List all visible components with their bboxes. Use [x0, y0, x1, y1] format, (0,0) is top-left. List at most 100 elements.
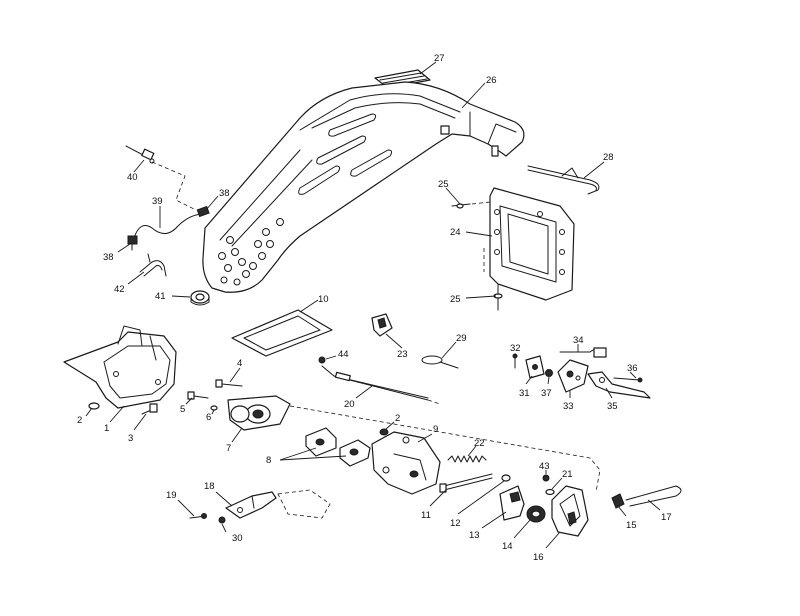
callout-1: 1: [104, 405, 125, 434]
callout-label: 25: [450, 294, 461, 305]
callout-label: 17: [661, 512, 672, 523]
part-18-bracket: [225, 491, 277, 519]
part-7-pulley: [227, 395, 291, 431]
callout-label: 35: [607, 401, 618, 412]
callout-label: 4: [237, 358, 242, 369]
callout-label: 22: [474, 438, 485, 449]
callout-label: 29: [456, 333, 467, 344]
part-1-mount: [63, 325, 177, 409]
callout-label: 18: [204, 481, 215, 492]
part-22-spring: [447, 455, 487, 463]
part-5-bolt: [187, 391, 209, 400]
callout-44: 44: [325, 349, 349, 360]
callout-label: 40: [127, 172, 138, 183]
callout-24: 24: [450, 227, 493, 238]
callout-43: 43: [539, 461, 550, 474]
callout-2-center: 2: [385, 413, 400, 430]
callout-label: 28: [603, 152, 614, 163]
callout-5: 5: [180, 397, 193, 415]
dashed-link-lower: [289, 405, 601, 493]
callout-3: 3: [128, 413, 147, 444]
callout-20: 20: [344, 385, 373, 410]
part-4-bolt: [215, 379, 243, 388]
callout-label: 39: [152, 196, 163, 207]
callout-label: 6: [206, 412, 211, 423]
callout-label: 31: [519, 388, 530, 399]
callout-26: 26: [461, 75, 497, 109]
callout-42: 42: [114, 271, 145, 295]
part-34-cable: [559, 347, 607, 358]
callout-28: 28: [583, 152, 614, 179]
callout-41: 41: [155, 291, 191, 302]
part-25-rivet-lower: [493, 284, 503, 311]
part-15-latch: [611, 493, 625, 509]
callout-label: 11: [421, 510, 431, 521]
callout-16: 16: [533, 531, 561, 563]
dashed-link-25-24: [471, 201, 491, 205]
callout-2-left: 2: [77, 407, 93, 426]
callout-37: 37: [541, 376, 552, 399]
part-40-terminal: [125, 145, 155, 164]
callout-label: 30: [232, 533, 243, 544]
callout-32: 32: [510, 343, 521, 354]
part-2-washer-left: [88, 402, 100, 410]
callout-label: 2: [395, 413, 400, 424]
part-8-dampers: [305, 427, 371, 467]
callout-label: 10: [318, 294, 329, 305]
callout-13: 13: [469, 511, 507, 541]
callout-label: 26: [486, 75, 497, 86]
callout-label: 21: [562, 469, 573, 480]
part-35-lever: [587, 371, 651, 399]
part-43-nut: [542, 474, 550, 482]
callout-label: 44: [338, 349, 349, 360]
part-29-strap: [421, 355, 459, 369]
callout-label: 3: [128, 433, 133, 444]
part-33-housing: [557, 359, 589, 393]
callout-7: 7: [226, 427, 243, 454]
part-44-nut: [318, 356, 326, 364]
callout-label: 1: [104, 423, 109, 434]
part-26-frame: [202, 81, 525, 293]
part-37-spring: [545, 369, 553, 377]
part-38-plug-upper: [196, 205, 210, 218]
part-39-wire: [133, 213, 205, 239]
part-11-arm: [439, 473, 493, 493]
callout-39: 39: [152, 196, 163, 228]
callout-label: 14: [502, 541, 513, 552]
dashed-link-40-38: [151, 161, 197, 211]
callout-label: 32: [510, 343, 521, 354]
callout-19: 19: [166, 490, 195, 517]
part-3-bolt: [141, 403, 158, 415]
callout-label: 38: [103, 252, 114, 263]
callout-label: 15: [626, 520, 637, 531]
callout-31: 31: [519, 375, 533, 399]
part-17-hairpin: [625, 485, 682, 507]
callout-label: 9: [433, 424, 438, 435]
callout-4: 4: [229, 358, 242, 383]
callout-35: 35: [605, 387, 618, 412]
callout-label: 33: [563, 401, 574, 412]
part-31-block: [525, 355, 545, 379]
part-10-gasket: [231, 309, 333, 357]
part-12-bushing: [501, 474, 511, 482]
callout-label: 25: [438, 179, 449, 190]
callout-29: 29: [441, 333, 467, 359]
part-38-plug-lower: [127, 235, 138, 251]
callout-label: 19: [166, 490, 177, 501]
dashed-link-20: [427, 399, 441, 405]
part-36-pin: [613, 377, 643, 383]
callout-21: 21: [551, 469, 573, 490]
callout-label: 41: [155, 291, 166, 302]
callout-label: 13: [469, 530, 480, 541]
callout-27: 27: [419, 53, 445, 75]
callout-label: 43: [539, 461, 550, 472]
part-28-rod: [527, 165, 600, 195]
callout-22: 22: [467, 438, 485, 457]
callout-label: 27: [434, 53, 445, 64]
callout-23: 23: [385, 333, 408, 360]
part-21-washer: [545, 488, 555, 496]
part-16-shield: [551, 485, 589, 537]
callout-9: 9: [417, 424, 438, 443]
callout-30: 30: [221, 523, 243, 544]
